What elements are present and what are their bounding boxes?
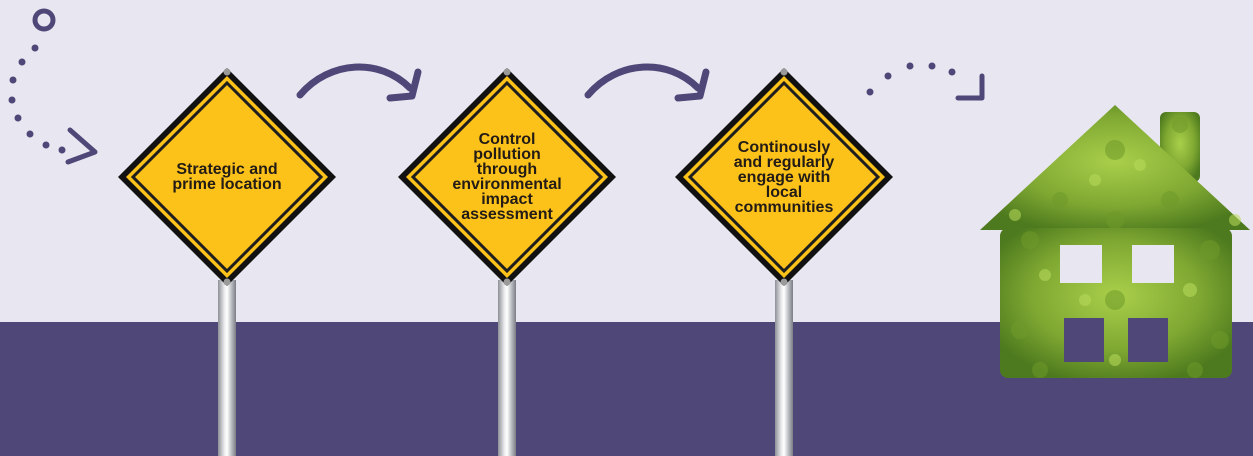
sign-label-wrapper: Control pollution through environmental … <box>392 62 622 292</box>
sign-pole <box>775 280 793 456</box>
curved-arrow-icon <box>584 63 710 102</box>
diamond-sign <box>675 68 893 286</box>
sign-face <box>406 76 608 278</box>
sign-pole <box>218 280 236 456</box>
sign-label-wrapper: Continously and regularly engage with lo… <box>669 62 899 292</box>
sign-label: Control pollution through environmental … <box>452 131 562 223</box>
sign-label: Strategic and prime location <box>172 161 282 193</box>
sign-face <box>126 76 328 278</box>
dotted-arrow-icon <box>8 44 98 165</box>
sign-label-wrapper: Strategic and prime location <box>112 62 342 292</box>
sign-face <box>683 76 885 278</box>
diamond-sign <box>118 68 336 286</box>
sign-label: Continously and regularly engage with lo… <box>733 138 835 216</box>
diamond-sign <box>398 68 616 286</box>
circle-outline-icon <box>32 8 56 32</box>
dotted-arrow-icon <box>866 62 985 101</box>
leafy-house-icon <box>980 105 1250 378</box>
sign-pole <box>498 280 516 456</box>
curved-arrow-icon <box>296 63 422 102</box>
